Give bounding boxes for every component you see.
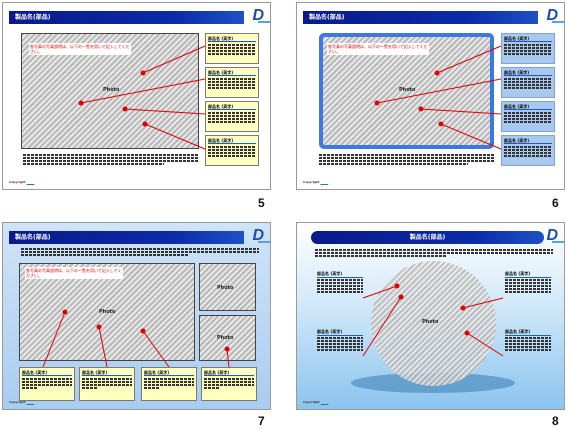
description-box: 部品名 (英字)	[205, 67, 259, 98]
description-box: 部品名 (英字)	[501, 135, 555, 166]
description-box: 部品名 (英字)	[205, 135, 259, 166]
label-block: 部品名 (英字)	[505, 271, 551, 294]
photo-instruction: 各写真の写真説明は、以下の一覧を用いて記入してください。	[25, 267, 123, 279]
photo-label: Photo	[103, 87, 120, 93]
description-box: 部品名 (英字)	[141, 367, 197, 401]
description-box: 部品名 (英字)	[501, 67, 555, 98]
slide-title: 製品名(部品)	[311, 231, 544, 244]
copyright-footer: Copyright	[9, 180, 26, 184]
brand-logo: D	[252, 7, 270, 24]
page-number: 5	[258, 196, 265, 210]
slide-thumbnail-7[interactable]: 製品名(部品) D 各写真の写真説明は、以下の一覧を用いて記入してください。 P…	[2, 222, 271, 410]
copyright-footer: Copyright	[9, 400, 26, 404]
brand-logo: D	[252, 227, 270, 244]
page-number: 6	[552, 196, 559, 210]
label-block: 部品名 (英字)	[317, 271, 363, 294]
description-box: 部品名 (英字)	[79, 367, 135, 401]
slide-thumbnail-8[interactable]: 製品名(部品) D Photo 部品名 (英字) 部品名 (英字) 部品名 (英…	[296, 222, 565, 410]
photo-label: Photo	[422, 319, 439, 325]
description-box: 部品名 (英字)	[501, 101, 555, 132]
body-text-block	[23, 153, 199, 166]
slide-title: 製品名(部品)	[9, 11, 244, 24]
copyright-footer: Copyright	[303, 180, 320, 184]
body-text-block	[21, 247, 259, 257]
label-block: 部品名 (英字)	[317, 329, 363, 352]
slide-title: 製品名(部品)	[9, 231, 244, 244]
slide-thumbnail-6[interactable]: 製品名(部品) D 各写真の写真説明は、以下の一覧を用いて記入してください。 P…	[296, 2, 565, 190]
body-text-block	[315, 248, 553, 258]
page-number: 8	[552, 414, 559, 428]
photo-instruction: 各写真の写真説明は、以下の一覧を用いて記入してください。	[29, 43, 131, 55]
photo-label: Photo	[399, 87, 416, 93]
brand-logo: D	[546, 227, 564, 244]
description-box: 部品名 (英字)	[205, 33, 259, 64]
description-box: 部品名 (英字)	[501, 33, 555, 64]
callout-lines	[42, 309, 230, 368]
photo-placeholder	[19, 263, 195, 361]
callout-lines	[78, 45, 206, 150]
body-text-block	[319, 153, 494, 166]
callout-lines	[374, 45, 502, 150]
photo-placeholder	[199, 315, 256, 361]
photo-label: Photo	[217, 285, 234, 291]
description-box: 部品名 (英字)	[201, 367, 257, 401]
photo-label: Photo	[99, 309, 116, 315]
page-number: 7	[258, 414, 265, 428]
description-box: 部品名 (英字)	[205, 101, 259, 132]
photo-instruction: 各写真の写真説明は、以下の一覧を用いて記入してください。	[327, 43, 429, 55]
photo-placeholder	[371, 261, 496, 386]
label-block: 部品名 (英字)	[505, 329, 551, 352]
description-box: 部品名 (英字)	[19, 367, 75, 401]
copyright-footer: Copyright	[303, 400, 320, 404]
photo-label: Photo	[217, 335, 234, 341]
brand-logo: D	[546, 7, 564, 24]
slide-title: 製品名(部品)	[303, 11, 538, 24]
photo-placeholder	[199, 263, 256, 311]
slide-thumbnail-5[interactable]: 製品名(部品) D 各写真の写真説明は、以下の一覧を用いて記入してください。 P…	[2, 2, 271, 190]
callout-lines	[362, 283, 504, 357]
